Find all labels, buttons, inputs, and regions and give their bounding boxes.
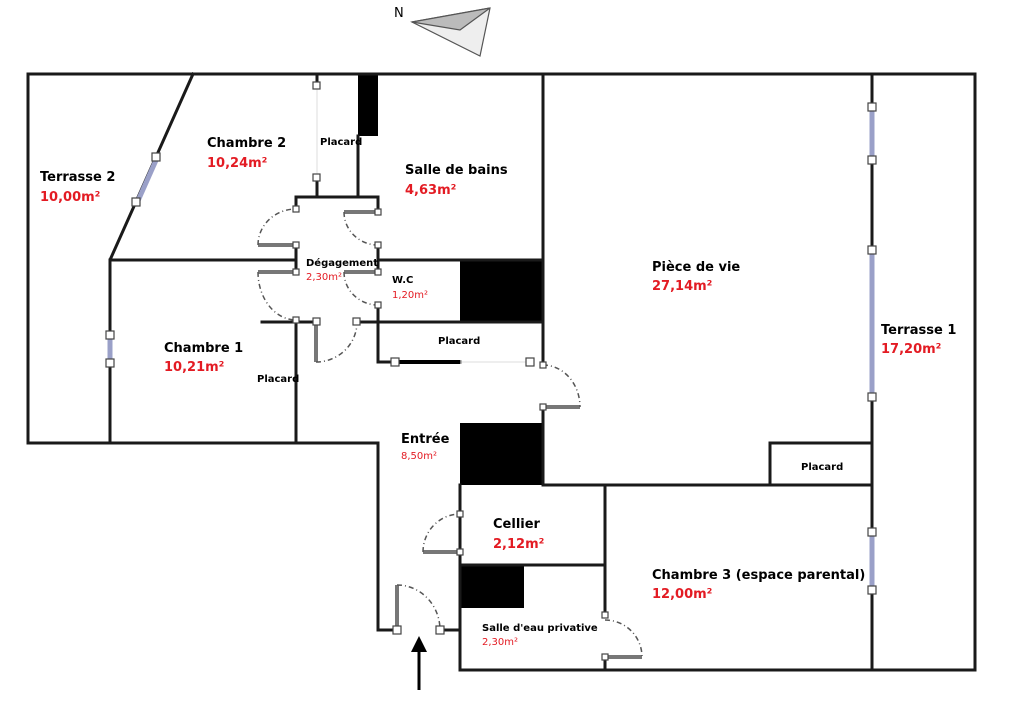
room-area-salle-de-bains: 4,63m² bbox=[405, 183, 456, 198]
compass-label: N bbox=[394, 6, 404, 21]
duct bbox=[358, 74, 378, 136]
room-name-salle-d-eau: Salle d'eau privative bbox=[482, 623, 598, 634]
room-name-entree: Entrée bbox=[401, 432, 450, 447]
room-name-wc: W.C bbox=[392, 275, 413, 286]
room-area-salle-d-eau: 2,30m² bbox=[482, 637, 518, 648]
room-area-terrasse-1: 17,20m² bbox=[881, 342, 941, 357]
duct bbox=[460, 423, 543, 485]
placard-label: Placard bbox=[801, 462, 843, 473]
room-area-cellier: 2,12m² bbox=[493, 537, 544, 552]
room-name-terrasse-1: Terrasse 1 bbox=[881, 323, 956, 338]
placard-label: Placard bbox=[257, 374, 299, 385]
room-name-chambre-2: Chambre 2 bbox=[207, 136, 286, 151]
room-name-chambre-3: Chambre 3 (espace parental) bbox=[652, 568, 865, 583]
room-name-terrasse-2: Terrasse 2 bbox=[40, 170, 115, 185]
room-name-salle-de-bains: Salle de bains bbox=[405, 163, 508, 178]
entrance-arrow-icon bbox=[411, 636, 427, 690]
windows bbox=[107, 85, 875, 590]
room-area-terrasse-2: 10,00m² bbox=[40, 190, 100, 205]
placard-label: Placard bbox=[438, 336, 480, 347]
duct bbox=[460, 260, 543, 322]
room-area-chambre-1: 10,21m² bbox=[164, 360, 224, 375]
doors bbox=[105, 81, 877, 661]
room-area-degagement: 2,30m² bbox=[306, 272, 342, 283]
room-area-entree: 8,50m² bbox=[401, 451, 437, 462]
room-area-chambre-3: 12,00m² bbox=[652, 587, 712, 602]
room-area-piece-de-vie: 27,14m² bbox=[652, 279, 712, 294]
north-arrow-icon bbox=[410, 7, 491, 57]
duct bbox=[460, 565, 524, 608]
room-name-cellier: Cellier bbox=[493, 517, 541, 532]
room-name-chambre-1: Chambre 1 bbox=[164, 341, 243, 356]
placard-label: Placard bbox=[320, 137, 362, 148]
room-area-wc: 1,20m² bbox=[392, 290, 428, 301]
room-name-piece-de-vie: Pièce de vie bbox=[652, 260, 740, 275]
room-name-degagement: Dégagement bbox=[306, 257, 378, 269]
walls bbox=[26, 72, 977, 672]
room-area-chambre-2: 10,24m² bbox=[207, 156, 267, 171]
